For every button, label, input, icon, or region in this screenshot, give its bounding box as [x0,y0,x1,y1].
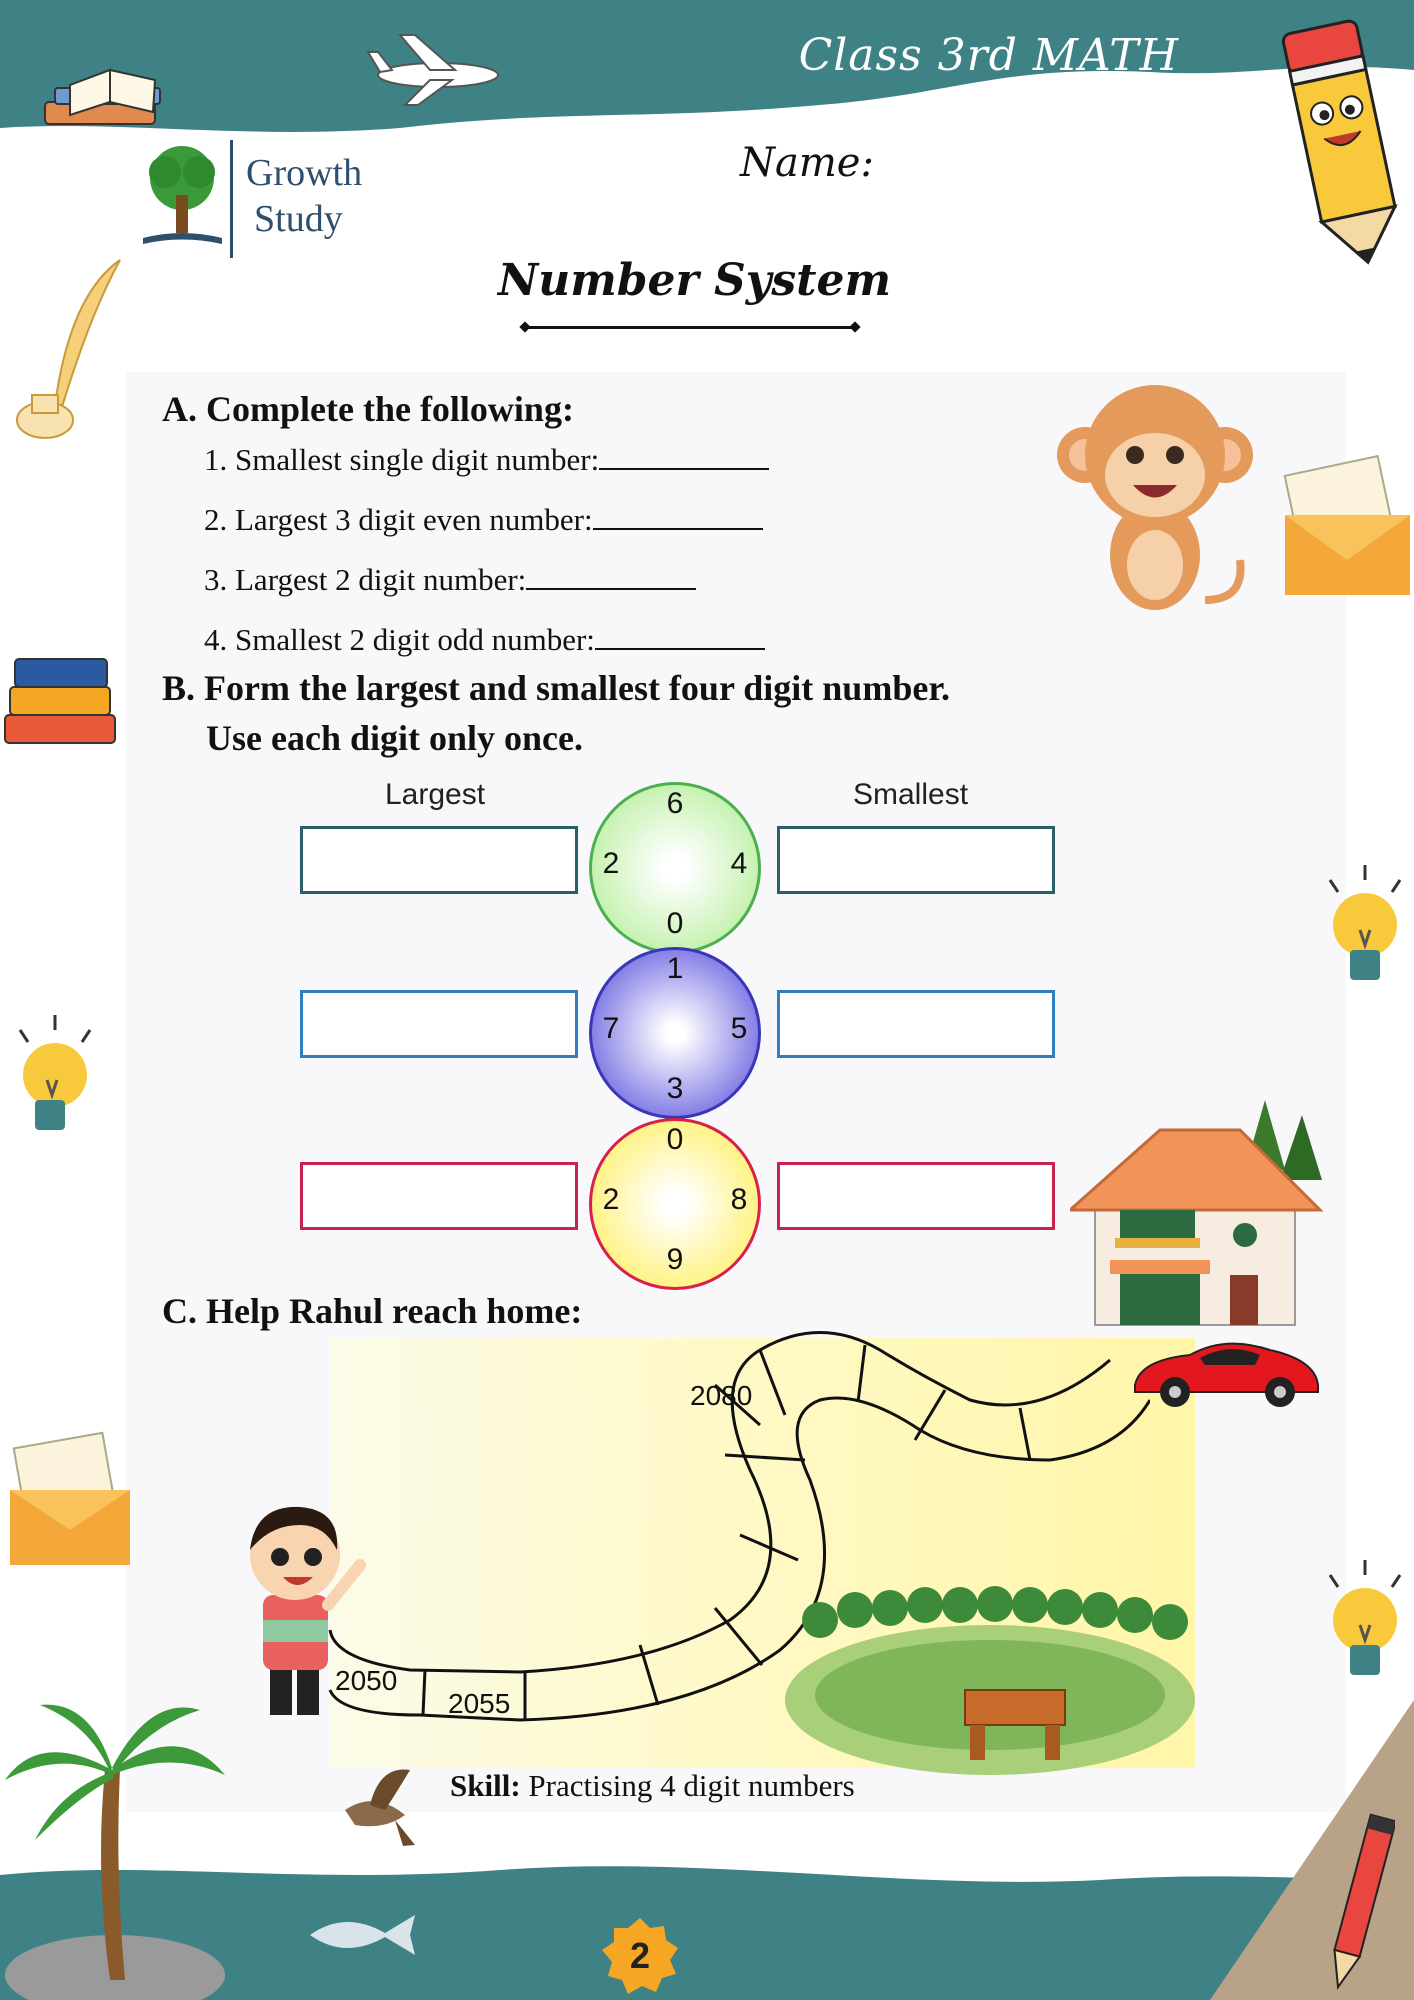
question-3: 3. Largest 2 digit number: [204,562,697,598]
lightbulb-icon [18,1015,92,1130]
quill-icon [16,259,121,439]
digit-top-2: 1 [666,952,684,985]
skill-label: Skill: [450,1768,521,1803]
envelope-icon [10,1431,130,1565]
path-number-2055: 2055 [448,1688,511,1719]
digit-left-2: 7 [602,1012,620,1045]
digit-left-3: 2 [602,1183,620,1216]
palm-tree-icon [5,1704,225,2000]
section-b-subheading: Use each digit only once. [206,718,583,758]
name-label: Name: [740,140,874,186]
bottom-banner [0,1866,1414,2000]
digit-top-1: 6 [666,787,684,820]
brand-line-2: Study [254,198,343,240]
page-title: Number System [498,255,892,306]
page-number: 2 [629,1935,651,1976]
answer-blank-3[interactable] [526,562,697,590]
smallest-label: Smallest [853,778,969,811]
question-4-text: 4. Smallest 2 digit odd number: [204,622,595,657]
boy-icon [250,1506,366,1715]
airplane-icon [366,34,499,106]
pencil-icon [1333,1813,1395,1990]
bird-icon [345,1769,415,1846]
digit-bottom-2: 3 [666,1072,684,1105]
open-book-icon [44,68,161,125]
monkey-icon [1057,385,1253,610]
digit-circle-2: 1 7 5 3 [589,947,761,1119]
digit-bottom-1: 0 [666,907,684,940]
smallest-box-2[interactable] [777,990,1055,1058]
car-icon [1134,1342,1319,1407]
lightbulb-icon [1328,865,1402,980]
skill-note: Skill: Practising 4 digit numbers [450,1768,855,1804]
largest-box-1[interactable] [300,826,578,894]
digit-bottom-3: 9 [666,1243,684,1276]
answer-blank-2[interactable] [592,502,763,530]
digit-right-1: 4 [730,847,748,880]
tree-logo-icon [143,146,222,244]
section-b-heading: B. Form the largest and smallest four di… [162,668,950,708]
park-icon [785,1586,1195,1775]
question-3-text: 3. Largest 2 digit number: [204,562,527,597]
path-number-2050: 2050 [335,1665,398,1696]
number-path [328,1331,1150,1722]
page-badge-icon [602,1918,678,1994]
question-1: 1. Smallest single digit number: [204,442,770,478]
envelope-icon [1283,455,1410,595]
lightbulb-icon [1328,1560,1402,1675]
digit-right-3: 8 [730,1183,748,1216]
largest-box-2[interactable] [300,990,578,1058]
brand-name: Growth Study [246,150,362,242]
section-c-heading: C. Help Rahul reach home: [162,1291,583,1331]
brand-line-1: Growth [246,152,363,194]
smallest-box-3[interactable] [777,1162,1055,1230]
skill-text: Practising 4 digit numbers [528,1768,855,1803]
digit-right-2: 5 [730,1012,748,1045]
digit-left-1: 2 [602,847,620,880]
answer-blank-1[interactable] [599,442,770,470]
logo-divider [230,140,233,258]
section-a-heading: A. Complete the following: [162,389,574,429]
top-banner [0,0,1414,132]
path-number-2080: 2080 [690,1380,753,1411]
question-2: 2. Largest 3 digit even number: [204,502,763,538]
class-title: Class 3rd MATH [798,30,1179,81]
question-2-text: 2. Largest 3 digit even number: [204,502,593,537]
house-icon [1070,1100,1324,1326]
digit-circle-3: 0 2 8 9 [589,1118,761,1290]
fish-icon [310,1915,415,1955]
book-stack-icon [4,658,116,744]
digit-circle-1: 6 2 4 0 [589,782,761,954]
pencil-mascot-icon [1281,19,1398,265]
question-4: 4. Smallest 2 digit odd number: [204,622,765,658]
largest-label: Largest [385,778,486,811]
answer-blank-4[interactable] [594,622,765,650]
largest-box-3[interactable] [300,1162,578,1230]
digit-top-3: 0 [666,1123,684,1156]
title-underline [525,326,855,329]
question-1-text: 1. Smallest single digit number: [204,442,600,477]
smallest-box-1[interactable] [777,826,1055,894]
